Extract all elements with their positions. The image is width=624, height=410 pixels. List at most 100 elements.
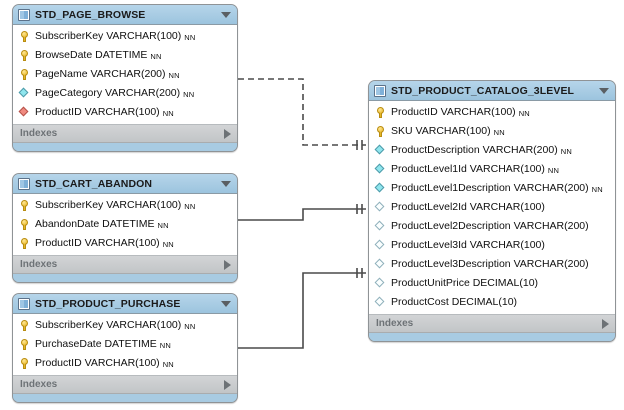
not-null-marker: NN xyxy=(184,322,196,331)
table-header[interactable]: STD_CART_ABANDON xyxy=(13,174,237,194)
column-label: AbandonDate DATETIME xyxy=(35,218,155,230)
column-label: SubscriberKey VARCHAR(100) xyxy=(35,30,182,42)
connector-line xyxy=(238,208,366,221)
column-label: SubscriberKey VARCHAR(100) xyxy=(35,319,182,331)
column-label: ProductLevel1Id VARCHAR(100) xyxy=(391,163,545,175)
column-row[interactable]: ProductLevel2Description VARCHAR(200) xyxy=(369,217,615,236)
column-label: SKU VARCHAR(100) xyxy=(391,125,491,137)
column-icon xyxy=(375,145,386,156)
column-row[interactable]: SKU VARCHAR(100)NN xyxy=(369,122,615,141)
indexes-section-toggle[interactable]: Indexes xyxy=(13,376,237,394)
column-label: ProductLevel3Id VARCHAR(100) xyxy=(391,239,545,251)
not-null-marker: NN xyxy=(547,166,560,175)
chevron-down-icon[interactable] xyxy=(221,300,231,307)
column-row[interactable]: ProductLevel2Id VARCHAR(100) xyxy=(369,198,615,217)
not-null-marker: NN xyxy=(518,109,530,118)
column-row[interactable]: ProductUnitPrice DECIMAL(10) xyxy=(369,274,615,293)
column-label: ProductUnitPrice DECIMAL(10) xyxy=(391,277,539,289)
column-row[interactable]: SubscriberKey VARCHAR(100)NN xyxy=(13,316,237,335)
table-std-cart-abandon[interactable]: STD_CART_ABANDON SubscriberKey VARCHAR(10… xyxy=(12,173,238,283)
column-row[interactable]: ProductID VARCHAR(100)NN xyxy=(13,103,237,122)
column-label: BrowseDate DATETIME xyxy=(35,49,148,61)
indexes-label: Indexes xyxy=(20,259,58,270)
table-header[interactable]: STD_PRODUCT_PURCHASE xyxy=(13,294,237,314)
not-null-marker: NN xyxy=(159,341,171,350)
chevron-right-icon[interactable] xyxy=(224,259,231,270)
column-icon xyxy=(19,88,30,99)
table-footer xyxy=(13,143,237,151)
primary-key-icon xyxy=(19,339,30,350)
table-header[interactable]: STD_PRODUCT_CATALOG_3LEVEL xyxy=(369,81,615,101)
column-row[interactable]: ProductCost DECIMAL(10) xyxy=(369,293,615,312)
column-row[interactable]: PageName VARCHAR(200)NN xyxy=(13,65,237,84)
not-null-marker: NN xyxy=(168,71,180,80)
chevron-right-icon[interactable] xyxy=(224,379,231,390)
column-row[interactable]: ProductID VARCHAR(100)NN xyxy=(369,103,615,122)
not-null-marker: NN xyxy=(183,90,195,99)
table-icon xyxy=(18,297,30,310)
column-label: ProductID VARCHAR(100) xyxy=(35,106,160,118)
column-row[interactable]: SubscriberKey VARCHAR(100)NN xyxy=(13,196,237,215)
column-label: SubscriberKey VARCHAR(100) xyxy=(35,199,182,211)
column-label: ProductLevel1Description VARCHAR(200) xyxy=(391,182,589,194)
connector-line xyxy=(238,272,366,349)
table-icon xyxy=(374,84,386,97)
column-icon xyxy=(375,183,386,194)
nullable-column-icon xyxy=(375,278,386,289)
table-footer xyxy=(13,274,237,282)
column-label: ProductCost DECIMAL(10) xyxy=(391,296,518,308)
chevron-down-icon[interactable] xyxy=(221,11,231,18)
column-row[interactable]: SubscriberKey VARCHAR(100)NN xyxy=(13,27,237,46)
relationship-connector[interactable] xyxy=(225,73,366,150)
chevron-down-icon[interactable] xyxy=(599,87,609,94)
column-row[interactable]: ProductLevel1Id VARCHAR(100)NN xyxy=(369,160,615,179)
column-row[interactable]: PageCategory VARCHAR(200)NN xyxy=(13,84,237,103)
table-title: STD_PAGE_BROWSE xyxy=(35,8,146,21)
column-label: ProductLevel2Id VARCHAR(100) xyxy=(391,201,545,213)
not-null-marker: NN xyxy=(150,52,162,61)
column-label: ProductID VARCHAR(100) xyxy=(391,106,516,118)
column-row[interactable]: ProductLevel1Description VARCHAR(200)NN xyxy=(369,179,615,198)
primary-key-icon xyxy=(19,320,30,331)
indexes-section-toggle[interactable]: Indexes xyxy=(13,125,237,143)
indexes-section-toggle[interactable]: Indexes xyxy=(369,315,615,333)
chevron-right-icon[interactable] xyxy=(602,318,609,329)
column-row[interactable]: ProductLevel3Description VARCHAR(200) xyxy=(369,255,615,274)
relationship-connector[interactable] xyxy=(225,268,366,354)
table-std-page-browse[interactable]: STD_PAGE_BROWSE SubscriberKey VARCHAR(100… xyxy=(12,4,238,152)
table-std-product-catalog-3level[interactable]: STD_PRODUCT_CATALOG_3LEVEL ProductID VARC… xyxy=(368,80,616,342)
indexes-section-toggle[interactable]: Indexes xyxy=(13,256,237,274)
not-null-marker: NN xyxy=(493,128,505,137)
not-null-marker: NN xyxy=(162,109,174,118)
column-label: ProductID VARCHAR(100) xyxy=(35,357,160,369)
chevron-right-icon[interactable] xyxy=(224,128,231,139)
relationship-connector[interactable] xyxy=(225,204,366,226)
column-row[interactable]: ProductDescription VARCHAR(200)NN xyxy=(369,141,615,160)
column-row[interactable]: ProductID VARCHAR(100)NN xyxy=(13,234,237,253)
not-null-marker: NN xyxy=(184,202,196,211)
primary-key-icon xyxy=(19,50,30,61)
primary-key-icon xyxy=(19,358,30,369)
chevron-down-icon[interactable] xyxy=(221,180,231,187)
not-null-marker: NN xyxy=(162,360,174,369)
column-row[interactable]: ProductID VARCHAR(100)NN xyxy=(13,354,237,373)
column-icon xyxy=(375,164,386,175)
primary-key-icon xyxy=(19,200,30,211)
not-null-marker: NN xyxy=(560,147,572,156)
not-null-marker: NN xyxy=(591,185,603,194)
not-null-marker: NN xyxy=(157,221,169,230)
table-title: STD_CART_ABANDON xyxy=(35,177,153,190)
column-label: ProductDescription VARCHAR(200) xyxy=(391,144,558,156)
foreign-key-icon xyxy=(19,107,30,118)
table-header[interactable]: STD_PAGE_BROWSE xyxy=(13,5,237,25)
column-row[interactable]: ProductLevel3Id VARCHAR(100) xyxy=(369,236,615,255)
column-label: PurchaseDate DATETIME xyxy=(35,338,157,350)
column-label: PageName VARCHAR(200) xyxy=(35,68,166,80)
